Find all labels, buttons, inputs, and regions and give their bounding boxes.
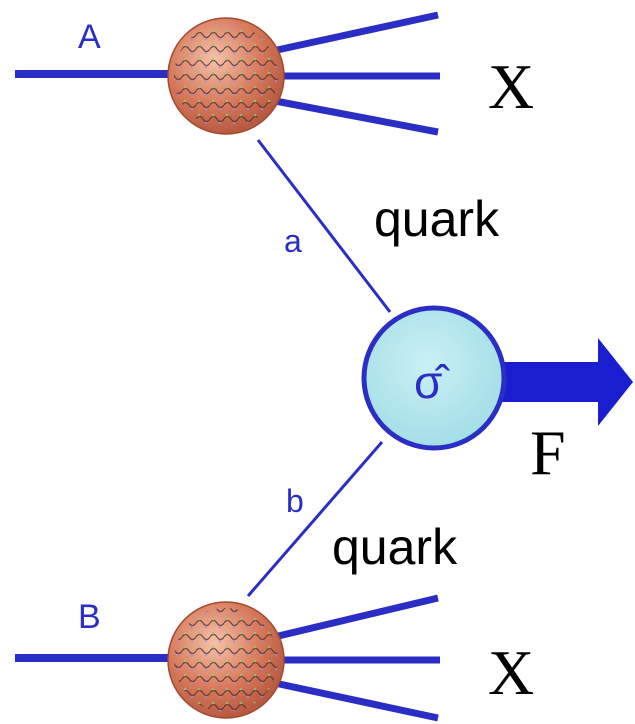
label-parton-b: b (286, 483, 304, 519)
remnant-lines-top (268, 15, 440, 132)
label-remnant-top: X (488, 51, 534, 122)
hadron-a (168, 18, 284, 134)
remnant-lines-bottom (270, 598, 440, 718)
label-remnant-bottom: X (488, 637, 534, 708)
label-hadron-a: A (78, 18, 101, 56)
label-hadron-b: B (78, 598, 101, 636)
label-quark-top: quark (374, 191, 500, 247)
output-arrow (488, 338, 633, 426)
label-parton-a: a (284, 223, 302, 259)
parton-line-a (258, 140, 390, 312)
hadron-b (168, 602, 284, 718)
label-quark-bottom: quark (332, 519, 458, 575)
label-final-state: F (530, 417, 566, 488)
